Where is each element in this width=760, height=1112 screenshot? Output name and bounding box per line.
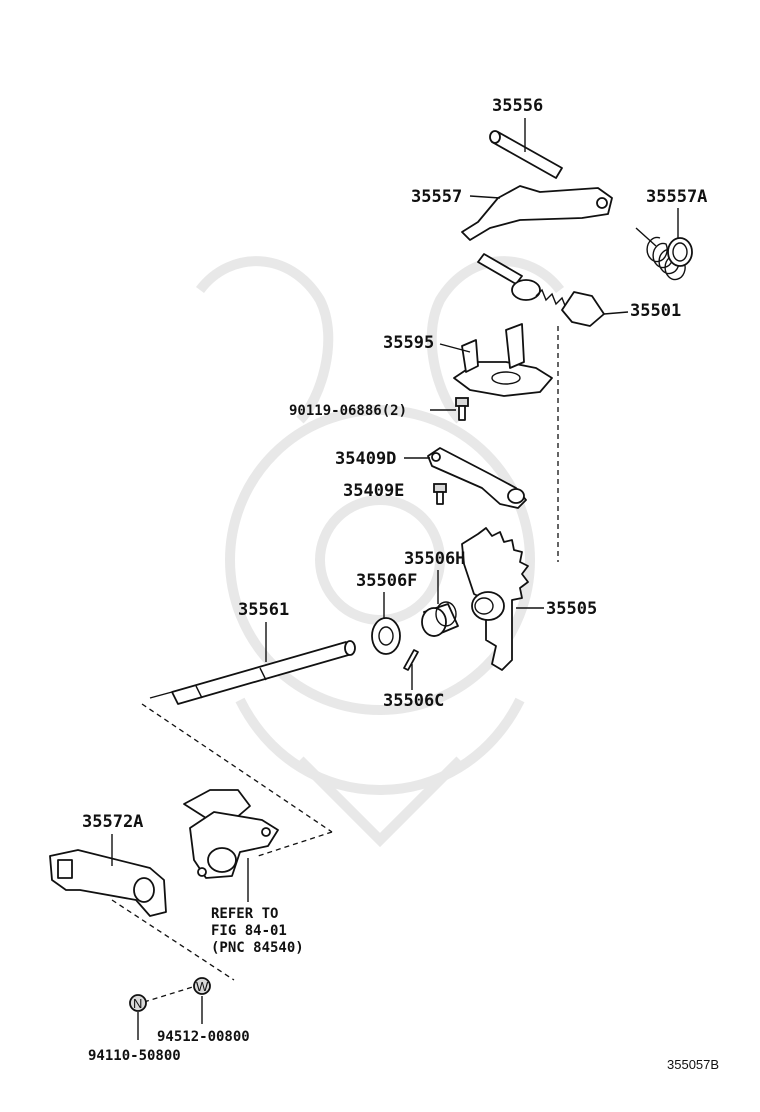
label-35409d: 35409D: [335, 449, 396, 469]
part-35506f-washer[interactable]: [371, 617, 401, 655]
part-35557-lever[interactable]: [461, 185, 613, 241]
label-35501: 35501: [630, 301, 681, 321]
part-35557a-spring[interactable]: [635, 227, 693, 281]
label-35595: 35595: [383, 333, 434, 353]
label-35506h: 35506H: [404, 549, 465, 569]
refer-line-2: FIG 84-01: [211, 923, 287, 939]
part-35501-rod-assembly[interactable]: [477, 253, 605, 327]
label-90119-06886: 90119-06886(2): [289, 403, 407, 419]
label-35561: 35561: [238, 600, 289, 620]
label-35557a: 35557A: [646, 187, 707, 207]
part-94512-washer[interactable]: W: [193, 977, 211, 995]
part-35556-pin[interactable]: [489, 130, 563, 179]
part-35595-bracket[interactable]: [453, 323, 553, 397]
label-94110-50800: 94110-50800: [88, 1048, 181, 1064]
marker-w: W: [196, 979, 209, 994]
refer-line-1: REFER TO: [211, 906, 278, 922]
marker-n: N: [133, 996, 142, 1011]
label-35506f: 35506F: [356, 571, 417, 591]
label-35409e: 35409E: [343, 481, 404, 501]
refer-line-3: (PNC 84540): [211, 940, 304, 956]
part-35572a-lever[interactable]: [49, 849, 167, 917]
part-35505-sector-gear[interactable]: [461, 527, 529, 671]
label-35557: 35557: [411, 187, 462, 207]
label-35506c: 35506C: [383, 691, 444, 711]
part-switch-subassembly[interactable]: [183, 789, 279, 879]
part-94110-nut[interactable]: N: [129, 994, 147, 1012]
part-90119-bolt[interactable]: [455, 397, 469, 421]
part-35506c-key[interactable]: [403, 649, 419, 671]
part-35561-shaft[interactable]: [149, 640, 356, 705]
part-35506h-sleeve[interactable]: [421, 601, 459, 637]
label-35505: 35505: [546, 599, 597, 619]
part-35409e-bolt[interactable]: [433, 483, 447, 505]
label-35572a: 35572A: [82, 812, 143, 832]
label-35556: 35556: [492, 96, 543, 116]
figure-code: 355057B: [667, 1057, 719, 1072]
part-35409d-link[interactable]: [427, 447, 527, 509]
label-94512-00800: 94512-00800: [157, 1029, 250, 1045]
